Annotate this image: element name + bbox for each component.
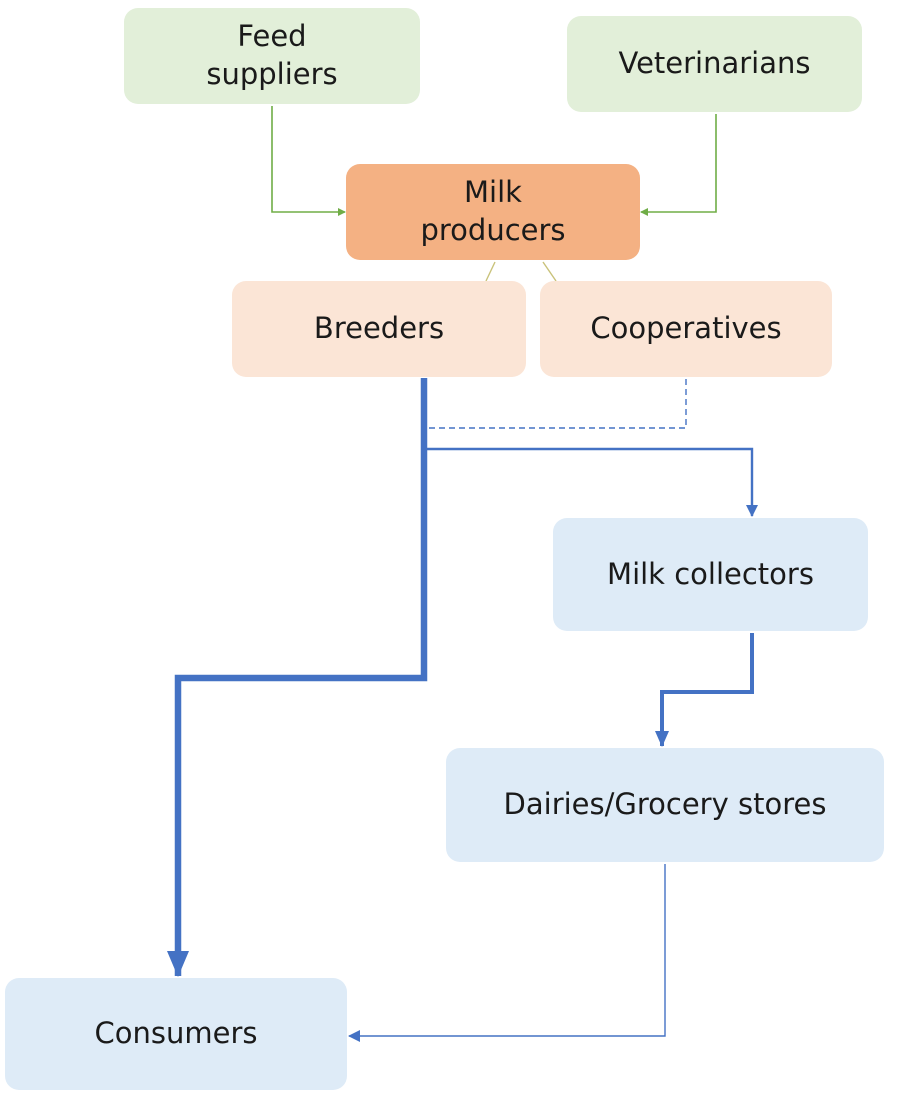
node-cooperatives: Cooperatives	[540, 281, 832, 377]
milk-collectors-label: Milk collectors	[607, 556, 814, 591]
arrow-dairies-to-consumers	[348, 864, 666, 1042]
node-milk-producers: Milk producers	[346, 164, 640, 260]
feed-suppliers-line1: Feed	[237, 19, 307, 54]
node-feed-suppliers: Feed suppliers	[124, 8, 420, 104]
arrow-breeders-to-consumers	[167, 378, 428, 977]
consumers-label: Consumers	[94, 1016, 258, 1051]
connector-producers-cooperatives	[542, 261, 557, 282]
dashed-link-cooperatives	[424, 379, 687, 429]
node-breeders: Breeders	[232, 281, 526, 377]
arrow-vet-to-milk-producers	[640, 114, 717, 216]
connector-producers-breeders	[485, 261, 496, 282]
cooperatives-label: Cooperatives	[590, 311, 782, 346]
milk-producers-line2: producers	[420, 213, 566, 247]
feed-suppliers-line2: suppliers	[206, 57, 338, 91]
arrow-feed-to-milk-producers	[271, 106, 346, 216]
breeders-label: Breeders	[313, 311, 445, 346]
node-dairies-grocery-stores: Dairies/Grocery stores	[446, 748, 884, 862]
node-milk-collectors: Milk collectors	[553, 518, 868, 631]
veterinarians-label: Veterinarians	[618, 46, 811, 81]
node-consumers: Consumers	[5, 978, 347, 1090]
milk-producers-line1: Milk	[464, 175, 522, 210]
node-veterinarians: Veterinarians	[567, 16, 862, 112]
arrow-breeders-to-collectors	[424, 447, 758, 517]
arrow-collectors-to-dairies	[655, 633, 754, 747]
dairies-grocery-label: Dairies/Grocery stores	[503, 787, 827, 822]
